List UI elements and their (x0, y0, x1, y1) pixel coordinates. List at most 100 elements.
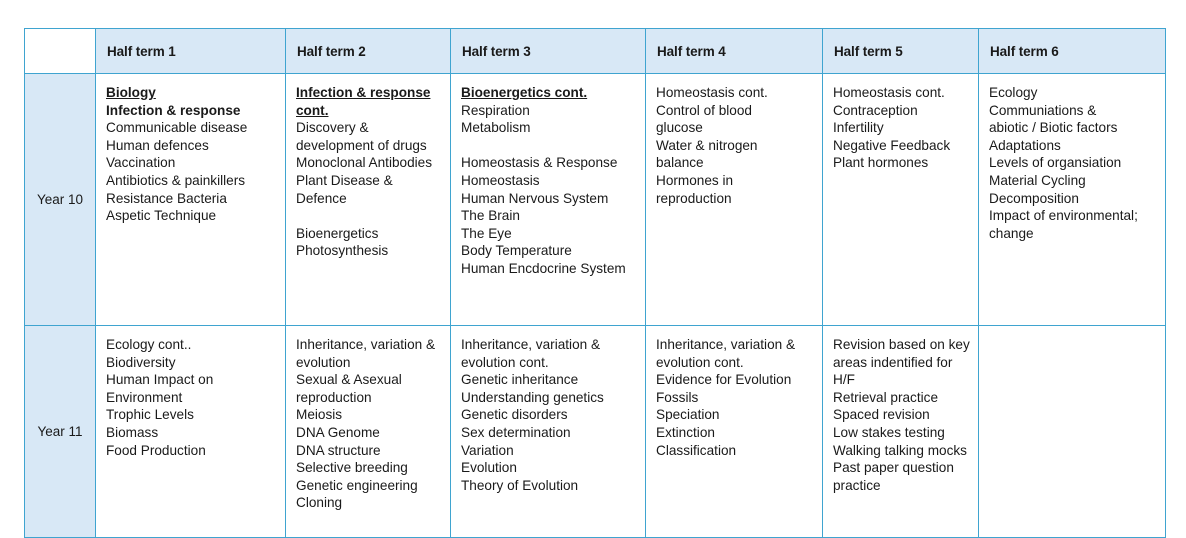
topic-line: Defence (296, 190, 347, 206)
column-header-half-term-1: Half term 1 (95, 28, 286, 74)
topic-line: Homeostasis cont. (656, 85, 768, 100)
topic-line: Meiosis (296, 407, 343, 423)
topic-line: Vaccination (106, 155, 176, 171)
topic-line: Metabolism (461, 120, 531, 136)
topic-line: Inheritance, variation & (461, 337, 601, 352)
topic-line: Decomposition (989, 190, 1079, 206)
column-header-half-term-2: Half term 2 (285, 28, 451, 74)
topic-line: balance (656, 155, 704, 171)
topic-line: Low stakes testing (833, 424, 945, 440)
topic-spacer (296, 207, 443, 225)
topic-line: Human defences (106, 137, 209, 153)
topic-line: Aspetic Technique (106, 208, 217, 224)
topic-line: Food Production (106, 442, 206, 458)
row-header-year-10: Year 10 (24, 73, 96, 326)
topic-line: Communicable disease (106, 120, 248, 136)
topic-line: Respiration (461, 102, 530, 118)
topic-line: Ecology cont.. (106, 337, 192, 352)
topic-line: Sexual & Asexual (296, 372, 402, 388)
topic-line: Biology (106, 85, 156, 100)
topic-line: Classification (656, 442, 737, 458)
topic-line: Sex determination (461, 424, 571, 440)
topic-line: Levels of organsiation (989, 155, 1122, 171)
topic-line: Adaptations (989, 137, 1061, 153)
topic-line: development of drugs (296, 137, 427, 153)
topic-line: Retrieval practice (833, 389, 939, 405)
topic-line: Human Nervous System (461, 190, 609, 206)
topic-line: Homeostasis & Response (461, 155, 618, 171)
topic-line: evolution (296, 354, 351, 370)
topic-line: Variation (461, 442, 514, 458)
topic-line: Hormones in (656, 172, 734, 188)
topic-line: Evolution (461, 460, 517, 476)
topic-line: Genetic inheritance (461, 372, 579, 388)
topic-line: Walking talking mocks (833, 442, 967, 458)
topic-line: Biomass (106, 424, 159, 440)
cell-year11-half-term-6 (978, 325, 1166, 538)
topic-line: Theory of Evolution (461, 477, 579, 493)
topic-line: Photosynthesis (296, 243, 389, 259)
topic-line: Revision based on key (833, 337, 970, 352)
topic-line: The Brain (461, 208, 520, 224)
topic-line: Infection & response (106, 102, 241, 118)
topic-line: Ecology (989, 85, 1038, 100)
topic-line: Resistance Bacteria (106, 190, 227, 206)
topic-line: reproduction (656, 190, 732, 206)
topic-line: reproduction (296, 389, 372, 405)
topic-list: Inheritance, variation &evolution cont.E… (656, 336, 815, 459)
topic-line: Biodiversity (106, 354, 176, 370)
topic-line: DNA structure (296, 442, 381, 458)
row-header-year-11: Year 11 (24, 325, 96, 538)
topic-line: Human Impact on (106, 372, 214, 388)
topic-line: Water & nitrogen (656, 137, 758, 153)
topic-line: Inheritance, variation & (296, 337, 436, 352)
topic-line: Evidence for Evolution (656, 372, 792, 388)
topic-line: Body Temperature (461, 243, 572, 259)
topic-line: Bioenergetics (296, 225, 379, 241)
cell-year11-half-term-3: Inheritance, variation &evolution cont.G… (450, 325, 646, 538)
topic-line: Homeostasis cont. (833, 85, 945, 100)
topic-line: Selective breeding (296, 460, 408, 476)
topic-line: practice (833, 477, 881, 493)
topic-line: Human Encdocrine System (461, 260, 626, 276)
topic-line: change (989, 225, 1034, 241)
topic-line: Genetic disorders (461, 407, 568, 423)
topic-line: Environment (106, 389, 183, 405)
corner-cell (24, 28, 96, 74)
topic-line: Infection & response (296, 85, 431, 100)
topic-line: Plant hormones (833, 155, 929, 171)
topic-line: Negative Feedback (833, 137, 951, 153)
column-header-half-term-5: Half term 5 (822, 28, 979, 74)
topic-line: Cloning (296, 495, 343, 511)
column-header-half-term-4: Half term 4 (645, 28, 823, 74)
topic-line: Plant Disease & (296, 172, 393, 188)
cell-year11-half-term-4: Inheritance, variation &evolution cont.E… (645, 325, 823, 538)
topic-line: Trophic Levels (106, 407, 194, 423)
topic-line: Speciation (656, 407, 720, 423)
topic-line: Genetic engineering (296, 477, 418, 493)
topic-line: H/F (833, 372, 855, 388)
topic-line: Communiations & (989, 102, 1097, 118)
topic-line: Impact of environmental; (989, 208, 1138, 224)
topic-line: Spaced revision (833, 407, 930, 423)
topic-line: Discovery & (296, 120, 369, 136)
table-header-row: Half term 1 Half term 2 Half term 3 Half… (24, 28, 1166, 74)
topic-line: Contraception (833, 102, 918, 118)
topic-line: DNA Genome (296, 424, 380, 440)
topic-line: Extinction (656, 424, 715, 440)
